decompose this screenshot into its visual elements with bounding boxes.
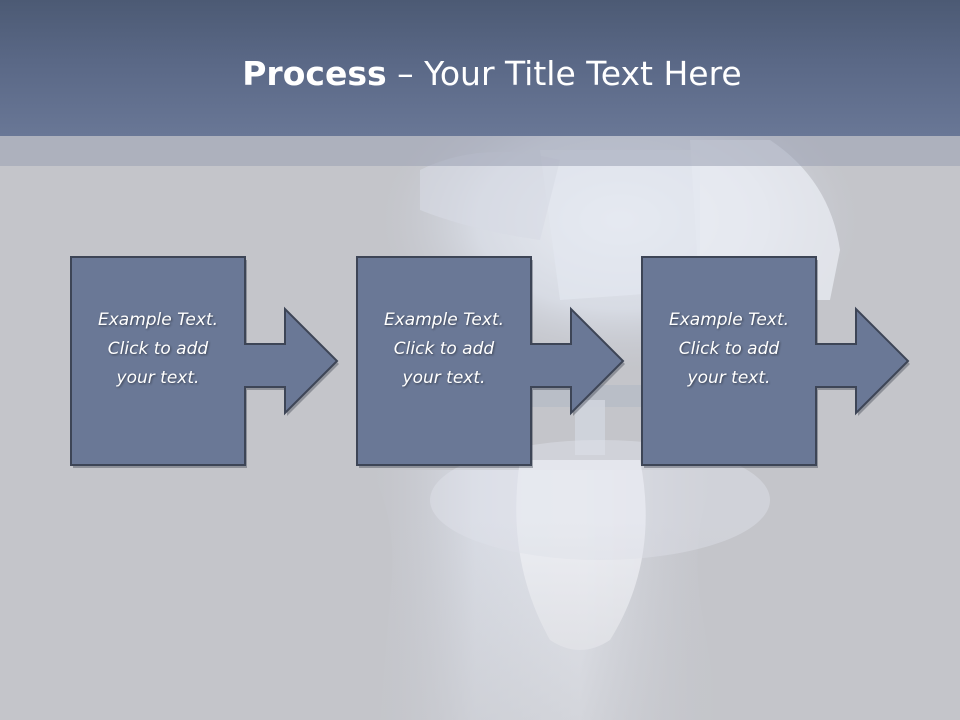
step-2-reflection (357, 467, 623, 675)
title-bar (0, 0, 960, 136)
title-sub-band (0, 136, 960, 166)
slide-title[interactable]: Process – Your Title Text Here (0, 52, 960, 96)
step-2-text[interactable]: Example Text. Click to add your text. (383, 309, 505, 388)
title-rest-text: – Your Title Text Here (386, 54, 742, 93)
step-3-arrow-box[interactable] (641, 256, 910, 466)
step-3-text[interactable]: Example Text. Click to add your text. (668, 309, 790, 388)
step-1-arrow-box[interactable] (70, 256, 339, 466)
step-1-text[interactable]: Example Text. Click to add your text. (97, 309, 219, 388)
title-bold-text: Process (242, 54, 387, 93)
step-3-reflection (642, 467, 908, 675)
step-1-reflection (71, 467, 337, 675)
step-2-arrow-box[interactable] (356, 256, 625, 466)
